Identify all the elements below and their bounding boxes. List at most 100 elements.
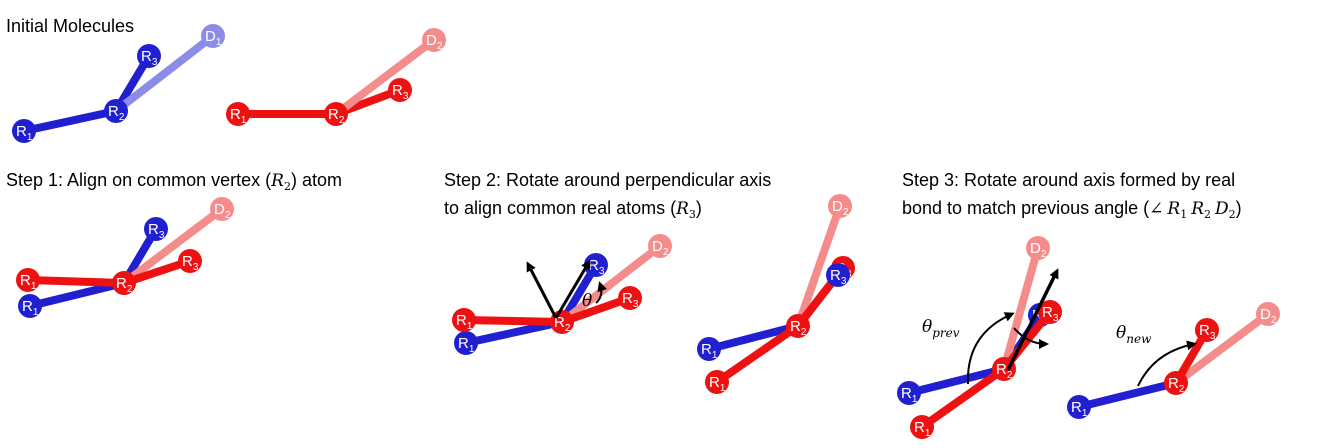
s1-red-bond-R1-R2 [24, 276, 128, 287]
atom-circle [112, 271, 136, 295]
atom-label: R1 [230, 106, 247, 126]
theta-rotation-arc [595, 281, 607, 304]
caption-initial: Initial Molecules [6, 16, 134, 36]
atom-circle [705, 370, 729, 394]
s3b-red-bond-R2-D2 [1172, 310, 1272, 387]
s3b-red-atom-r3: R3 [1195, 318, 1219, 342]
atom-label: R3 [182, 253, 199, 273]
atom-circle [16, 268, 40, 292]
atom-label: R3 [148, 221, 165, 241]
s3a-blue-bond-R1-R2 [905, 365, 1008, 397]
atom-label: R1 [16, 123, 33, 143]
atom-label: R1 [701, 341, 718, 361]
atom-label: R1 [914, 419, 931, 439]
theta-new-label: θnew [1116, 323, 1152, 346]
s1-blue-atom-r1: R1 [18, 294, 42, 318]
atom-circle [786, 314, 810, 338]
atom-label: R2 [328, 106, 345, 126]
initial-blue-atom-d1: D1 [201, 24, 225, 48]
atom-circle [104, 99, 128, 123]
step3-rotation-arrows: θprev θnew [922, 268, 1197, 387]
atom-label: R1 [22, 298, 39, 318]
caption-step2-line1: Step 2: Rotate around perpendicular axis [444, 170, 771, 190]
atom-circle [201, 24, 225, 48]
atom-label: R1 [901, 385, 918, 405]
s2a-red-atom-r3: R3 [618, 286, 642, 310]
s2a-red-atom-d2: D2 [648, 234, 672, 258]
atom-circle [226, 102, 250, 126]
atom-circle [18, 294, 42, 318]
atom-circle [12, 119, 36, 143]
atom-circle [388, 78, 412, 102]
s1-red-atom-d2: D2 [210, 197, 234, 221]
s3a-red-bond-R1-R2 [918, 365, 1008, 431]
s3a-red-atom-r1: R1 [910, 415, 934, 439]
s3a-red-bond-R2-D2 [1000, 244, 1042, 373]
s2b-blue-atom-r1: R1 [697, 337, 721, 361]
atom-label: R3 [1042, 304, 1059, 324]
s1-red-atom-r1: R1 [16, 268, 40, 292]
atom-label: R1 [20, 272, 37, 292]
atom-label: D2 [832, 198, 849, 218]
atom-circle [618, 286, 642, 310]
atom-circle [454, 331, 478, 355]
atom-circle [1256, 302, 1280, 326]
s3a-blue-atom-r1: R1 [897, 381, 921, 405]
s1-red-atom-r2: R2 [112, 271, 136, 295]
s1-red-bond-R2-D2 [120, 205, 226, 287]
s2a-blue-atom-r1: R1 [454, 331, 478, 355]
atom-circle [648, 234, 672, 258]
s2a-red-bond-R1-R2 [460, 316, 566, 326]
initial-blue-atom-r1: R1 [12, 119, 36, 143]
caption-step1: Step 1: Align on common vertex (R2) atom [6, 170, 342, 193]
atom-label: R3 [141, 48, 158, 68]
s3a-red-atom-d2: D2 [1026, 236, 1050, 260]
atom-label: R1 [458, 335, 475, 355]
s2b-red-atom-r2: R2 [786, 314, 810, 338]
initial-blue-bond-R1-R2 [20, 107, 120, 135]
atom-label: R3 [622, 290, 639, 310]
atom-circle [1026, 236, 1050, 260]
s3b-red-atom-r2: R2 [1164, 371, 1188, 395]
s3a-red-atom-r3: R3 [1038, 300, 1062, 324]
caption-step3-line1: Step 3: Rotate around axis formed by rea… [902, 170, 1235, 190]
atom-circle [144, 217, 168, 241]
s3b-red-atom-d2: D2 [1256, 302, 1280, 326]
atom-circle [828, 194, 852, 218]
rotation-axis-arrow [554, 259, 591, 319]
s3b-blue-atom-r1: R1 [1067, 395, 1091, 419]
atom-circle [1195, 318, 1219, 342]
s2a-red-bond-R2-D2 [558, 242, 664, 326]
atom-label: D1 [205, 28, 222, 48]
initial-blue-atom-r3: R3 [137, 44, 161, 68]
theta-new-arc [1137, 340, 1197, 387]
atom-label: D2 [1030, 240, 1047, 260]
atom-label: R3 [830, 267, 847, 287]
atom-label: R2 [554, 314, 571, 334]
s2a-blue-atom-r3: R3 [584, 253, 608, 277]
s2b-red-atom-r1: R1 [705, 370, 729, 394]
atom-circle [897, 381, 921, 405]
initial-red-atom-r3: R3 [388, 78, 412, 102]
s3b-blue-bond-R1-R2 [1075, 379, 1180, 411]
initial-red-atom-r1: R1 [226, 102, 250, 126]
atom-label: R1 [709, 374, 726, 394]
step2-rotation-arrows: θ [526, 259, 607, 319]
atom-label: D2 [652, 238, 669, 258]
atom-label: R2 [996, 361, 1013, 381]
atom-circle [324, 102, 348, 126]
initial-red-bond-R2-D2 [332, 36, 438, 118]
initial-blue-atom-r2: R2 [104, 99, 128, 123]
atom-label: R3 [588, 257, 605, 277]
atom-circle [1164, 371, 1188, 395]
s2b-blue-bond-R1-R2 [705, 322, 802, 353]
s1-blue-atom-r3: R3 [144, 217, 168, 241]
bond-rotation-arc [1013, 327, 1049, 349]
atom-circle [826, 263, 850, 287]
theta-label: θ [582, 291, 592, 311]
s1-blue-bond-R1-R2 [26, 279, 128, 310]
s1-red-atom-r3: R3 [178, 249, 202, 273]
atom-circle [584, 253, 608, 277]
